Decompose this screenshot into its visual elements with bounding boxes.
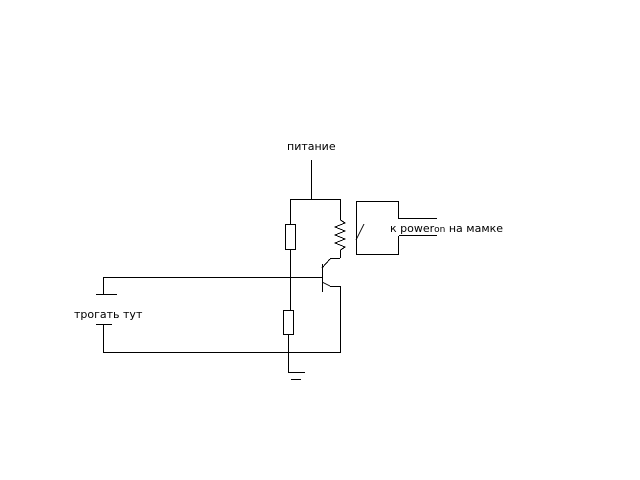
label-power-on: к poweron на мамке	[390, 222, 503, 237]
transistor-emitter	[321, 281, 331, 287]
relay-switch	[355, 223, 365, 241]
label-touch: трогать тут	[74, 308, 143, 321]
resistor-upper	[285, 224, 296, 250]
relay-coil	[333, 219, 347, 251]
label-power-on-suffix: на мамке	[445, 222, 504, 235]
label-power-on-prefix: к power	[390, 222, 435, 235]
label-power-on-on: on	[434, 225, 446, 235]
resistor-lower	[283, 310, 294, 335]
label-power: питание	[287, 140, 336, 153]
transistor-collector	[321, 258, 331, 269]
